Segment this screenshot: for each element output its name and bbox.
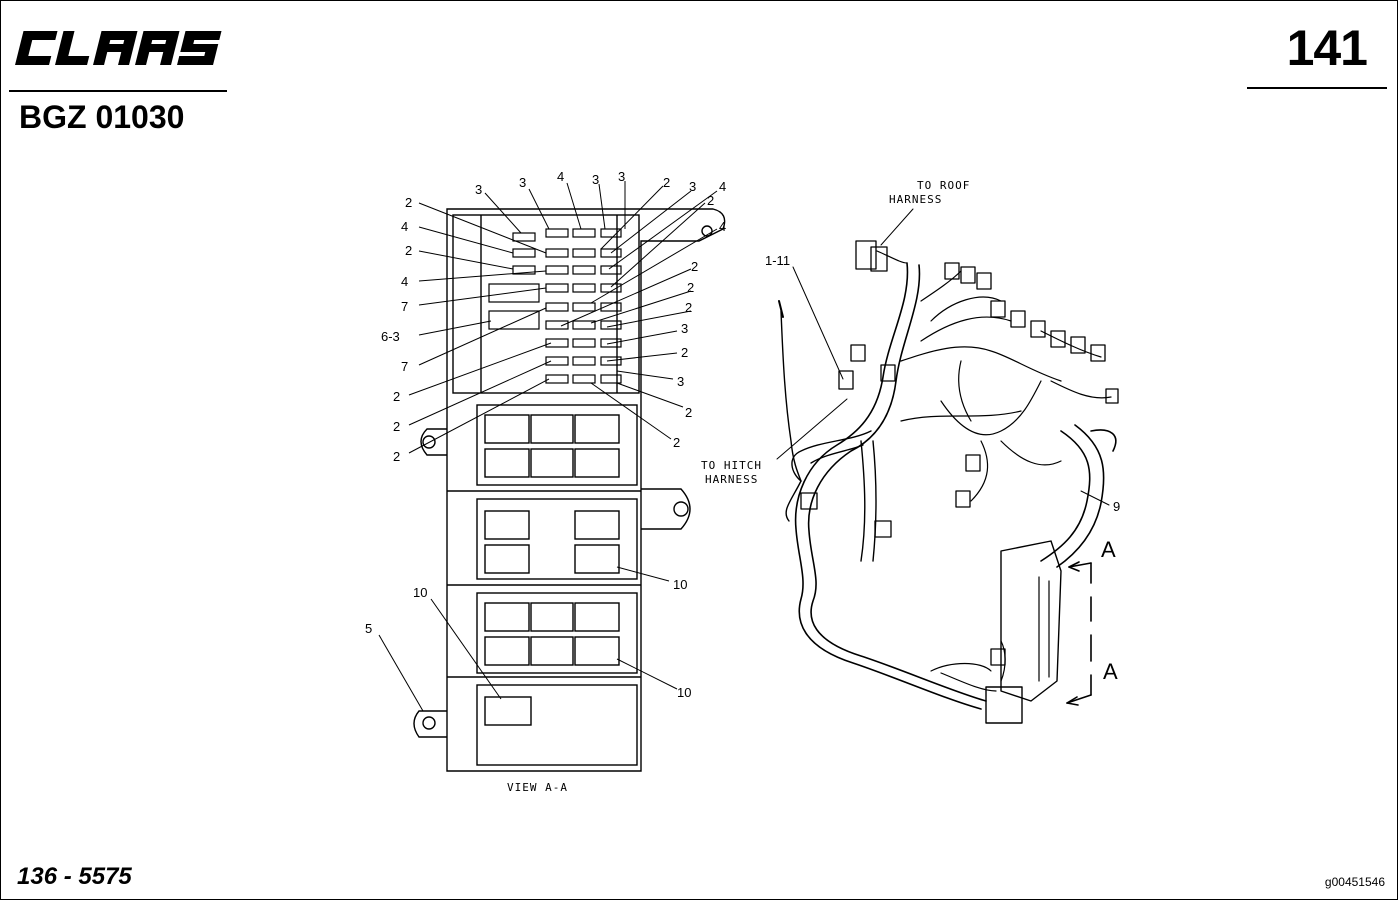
callout-right-7: 2	[685, 405, 692, 420]
callout-top-1: 3	[475, 182, 482, 197]
callout-top-2: 3	[519, 175, 526, 190]
document-code: BGZ 01030	[19, 99, 185, 135]
callout-relay-10-b: 10	[677, 685, 691, 700]
wiring-harness	[776, 208, 1119, 724]
image-reference: g00451546	[1324, 875, 1385, 889]
callout-top-9: 2	[707, 193, 714, 208]
fuse-slots	[488, 228, 622, 384]
callout-right-8: 2	[673, 435, 680, 450]
callout-left-3: 2	[405, 243, 412, 258]
harness-labels: TO ROOF HARNESS TO HITCH HARNESS 1-11 9 …	[701, 179, 1120, 684]
callout-1-11: 1-11	[765, 253, 790, 268]
callout-top-3: 4	[557, 169, 564, 184]
callout-left-7: 7	[401, 359, 408, 374]
callout-right-5: 2	[681, 345, 688, 360]
note-to-hitch-1: TO HITCH	[701, 459, 762, 472]
callout-top-4: 3	[592, 172, 599, 187]
callout-relay-10-c: 10	[413, 585, 427, 600]
callout-top-7: 3	[689, 179, 696, 194]
callout-top-8: 4	[719, 179, 726, 194]
callout-right-4: 3	[681, 321, 688, 336]
callout-left-1: 2	[405, 195, 412, 210]
header-rule-right	[1247, 87, 1387, 89]
note-to-hitch-2: HARNESS	[705, 473, 758, 486]
view-label: VIEW A-A	[507, 781, 568, 794]
callout-left-9: 2	[393, 419, 400, 434]
callout-left-2: 4	[401, 219, 408, 234]
callout-right-2: 2	[687, 280, 694, 295]
callout-9: 9	[1113, 499, 1120, 514]
header-rule-left	[9, 90, 227, 92]
part-number: 136 - 5575	[17, 863, 132, 890]
callout-right-3: 2	[685, 300, 692, 315]
panel-callouts: 3 3 4 3 3 2 3 4 2 4 2 4 2 4 7 6-3 7 2 2 …	[365, 169, 726, 794]
callout-left-10: 2	[393, 449, 400, 464]
callout-mount-5: 5	[365, 621, 372, 636]
callout-left-5: 7	[401, 299, 408, 314]
callout-top-10: 4	[719, 219, 726, 234]
callout-right-6: 3	[677, 374, 684, 389]
callout-right-1: 2	[691, 259, 698, 274]
callout-relay-10-a: 10	[673, 577, 687, 592]
note-to-roof-1: TO ROOF	[917, 179, 970, 192]
panel-leader-lines	[378, 181, 718, 712]
callout-left-8: 2	[393, 389, 400, 404]
section-marker-bottom: A	[1103, 659, 1118, 684]
callout-left-4: 4	[401, 274, 408, 289]
callout-top-6: 2	[663, 175, 670, 190]
note-to-roof-2: HARNESS	[889, 193, 942, 206]
section-line-a-a	[1066, 561, 1092, 706]
section-marker-top: A	[1101, 537, 1116, 562]
page-number: 141	[1286, 20, 1368, 76]
callout-top-5: 3	[618, 169, 625, 184]
claas-logo	[15, 31, 222, 65]
callout-left-6: 6-3	[381, 329, 400, 344]
